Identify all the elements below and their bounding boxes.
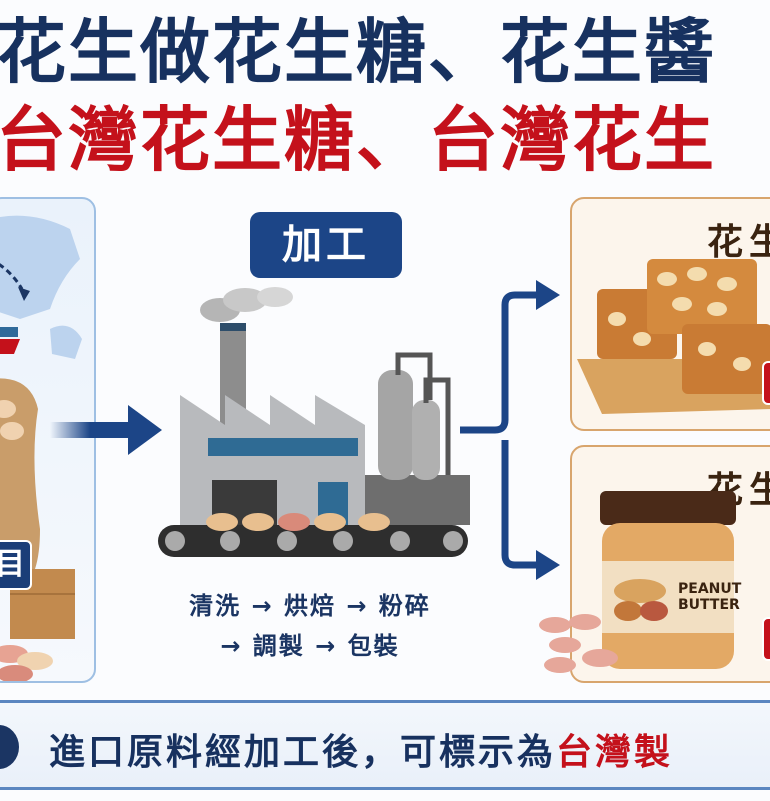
import-panel bbox=[0, 197, 96, 683]
import-label: 目 bbox=[0, 540, 32, 590]
check-badge-icon bbox=[0, 725, 19, 769]
world-map-icon bbox=[0, 215, 82, 681]
title-line-2: 台灣花生糖、台灣花生 bbox=[0, 99, 716, 181]
peanut-icon bbox=[206, 513, 390, 531]
process-badge: 加工 bbox=[250, 212, 402, 278]
ship-icon bbox=[0, 327, 20, 354]
product-title: 花生 bbox=[706, 222, 770, 263]
peanut-sack-icon bbox=[0, 378, 40, 589]
process-steps-line-1: 清洗 → 烘焙 → 粉碎 bbox=[189, 592, 431, 620]
branch-arrows-icon bbox=[460, 280, 560, 580]
banner-text-main: 進口原料經加工後，可標示為 bbox=[49, 732, 557, 773]
peanut-candy-icon bbox=[577, 259, 770, 414]
jar-label-line-2: BUTTER bbox=[678, 597, 740, 613]
loose-peanuts-icon bbox=[539, 614, 618, 673]
peanut-candy-panel: 花生 bbox=[570, 197, 770, 431]
peanut-butter-jar-icon: PEANUT BUTTER bbox=[600, 491, 741, 671]
banner-text: 進口原料經加工後，可標示為台灣製 bbox=[49, 723, 673, 775]
bottom-banner: 進口原料經加工後，可標示為台灣製 bbox=[0, 700, 770, 790]
peanut-icon bbox=[614, 579, 668, 621]
process-steps-line-2: → 調製 → 包裝 bbox=[220, 632, 400, 660]
arrow-right-icon bbox=[50, 405, 162, 455]
title-line-1: 花生做花生糖、花生醬 bbox=[0, 11, 716, 93]
banner-text-highlight: 台灣製 bbox=[556, 732, 674, 773]
jar-label-line-1: PEANUT bbox=[678, 581, 742, 597]
peanut-butter-panel: 花生 PEANUT BUTTER bbox=[570, 445, 770, 683]
red-label-badge bbox=[762, 361, 770, 405]
peanuts-icon bbox=[0, 645, 53, 681]
red-label-badge bbox=[762, 617, 770, 661]
factory-icon bbox=[158, 287, 470, 557]
jar-label: PEANUT BUTTER bbox=[678, 581, 741, 613]
